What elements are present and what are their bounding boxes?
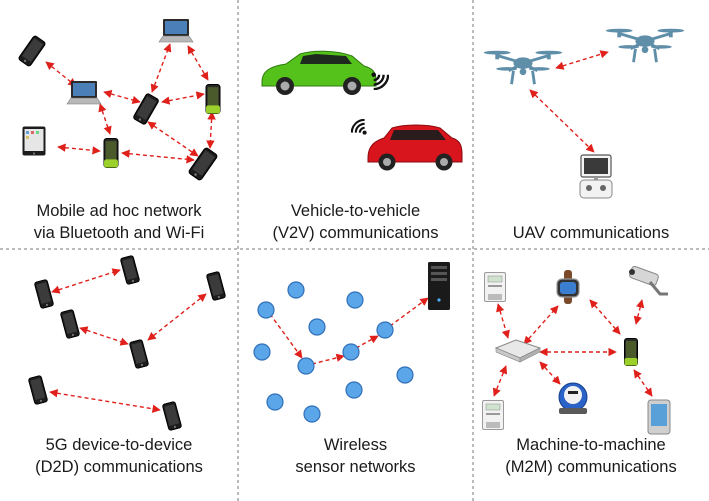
smartwatch-icon <box>556 270 580 304</box>
drone-icon <box>482 49 564 86</box>
server-icon <box>428 262 450 310</box>
car-icon <box>261 50 377 95</box>
caption-d2d: 5G device-to-device (D2D) communications <box>0 434 238 478</box>
phone-icon <box>187 146 219 182</box>
panel-manet-illustration <box>17 18 221 182</box>
sensor-node <box>287 281 305 299</box>
sensor-nodes <box>253 281 414 423</box>
sensor-node <box>346 291 364 309</box>
caption-wsn: Wireless sensor networks <box>238 434 473 478</box>
phone-icon <box>103 138 119 168</box>
tablet-icon <box>22 126 46 156</box>
sensor-node <box>303 405 321 423</box>
phone-icon <box>59 308 81 340</box>
phone-icon <box>33 278 55 310</box>
water-meter-icon <box>558 382 588 414</box>
security-camera-icon <box>629 265 668 296</box>
sensor-node <box>257 301 275 319</box>
phone-icon <box>132 92 160 126</box>
caption-line: UAV communications <box>512 224 670 242</box>
smart-meter-icon <box>482 400 504 430</box>
caption-line: via Bluetooth and Wi-Fi <box>33 224 205 242</box>
d2d-links <box>49 268 207 413</box>
sensor-node <box>308 318 326 336</box>
caption-line: (M2M) communications <box>505 458 677 476</box>
caption-line: (D2D) communications <box>35 458 203 476</box>
panel-m2m-illustration <box>482 265 671 435</box>
sensor-node <box>266 393 284 411</box>
caption-line: (V2V) communications <box>272 224 439 242</box>
sensor-node <box>297 357 315 375</box>
caption-line: Vehicle-to-vehicle <box>290 202 421 220</box>
caption-line: Wireless <box>323 436 388 454</box>
caption-line: sensor networks <box>295 458 416 476</box>
panel-uav-illustration <box>482 27 686 199</box>
m2m-links <box>492 299 653 397</box>
sensor-node <box>345 381 363 399</box>
wifi-signal-icon <box>371 72 389 90</box>
remote-controller-icon <box>579 154 613 199</box>
caption-manet: Mobile ad hoc network via Bluetooth and … <box>0 200 238 244</box>
sensor-node <box>396 366 414 384</box>
phone-icon <box>128 338 150 370</box>
sensor-node <box>376 321 394 339</box>
phone-icon <box>624 338 638 366</box>
car-icon <box>367 124 463 171</box>
uav-links <box>529 50 609 153</box>
caption-m2m: Machine-to-machine (M2M) communications <box>473 434 709 478</box>
wsn-links <box>269 297 429 365</box>
manet-links <box>45 43 216 164</box>
caption-line: Mobile ad hoc network <box>36 202 202 220</box>
caption-line: 5G device-to-device <box>45 436 193 454</box>
drone-icon <box>604 27 686 64</box>
phone-icon <box>205 84 221 114</box>
phone-icon <box>17 34 47 68</box>
panel-wsn-illustration <box>253 262 450 423</box>
tablet-icon <box>647 399 671 435</box>
laptop-icon <box>66 80 102 105</box>
panel-d2d-illustration <box>27 254 227 432</box>
wifi-signal-icon <box>351 119 367 135</box>
sensor-node <box>342 343 360 361</box>
phone-icon <box>27 374 49 406</box>
router-icon <box>494 339 542 363</box>
laptop-icon <box>158 18 194 43</box>
phone-icon <box>119 254 141 286</box>
smart-meter-icon <box>484 272 506 302</box>
phone-icon <box>205 270 227 302</box>
sensor-node <box>253 343 271 361</box>
caption-uav: UAV communications <box>473 222 709 244</box>
phone-icon <box>161 400 183 432</box>
caption-v2v: Vehicle-to-vehicle (V2V) communications <box>238 200 473 244</box>
panel-v2v-illustration <box>261 50 463 171</box>
caption-line: Machine-to-machine <box>516 436 666 454</box>
